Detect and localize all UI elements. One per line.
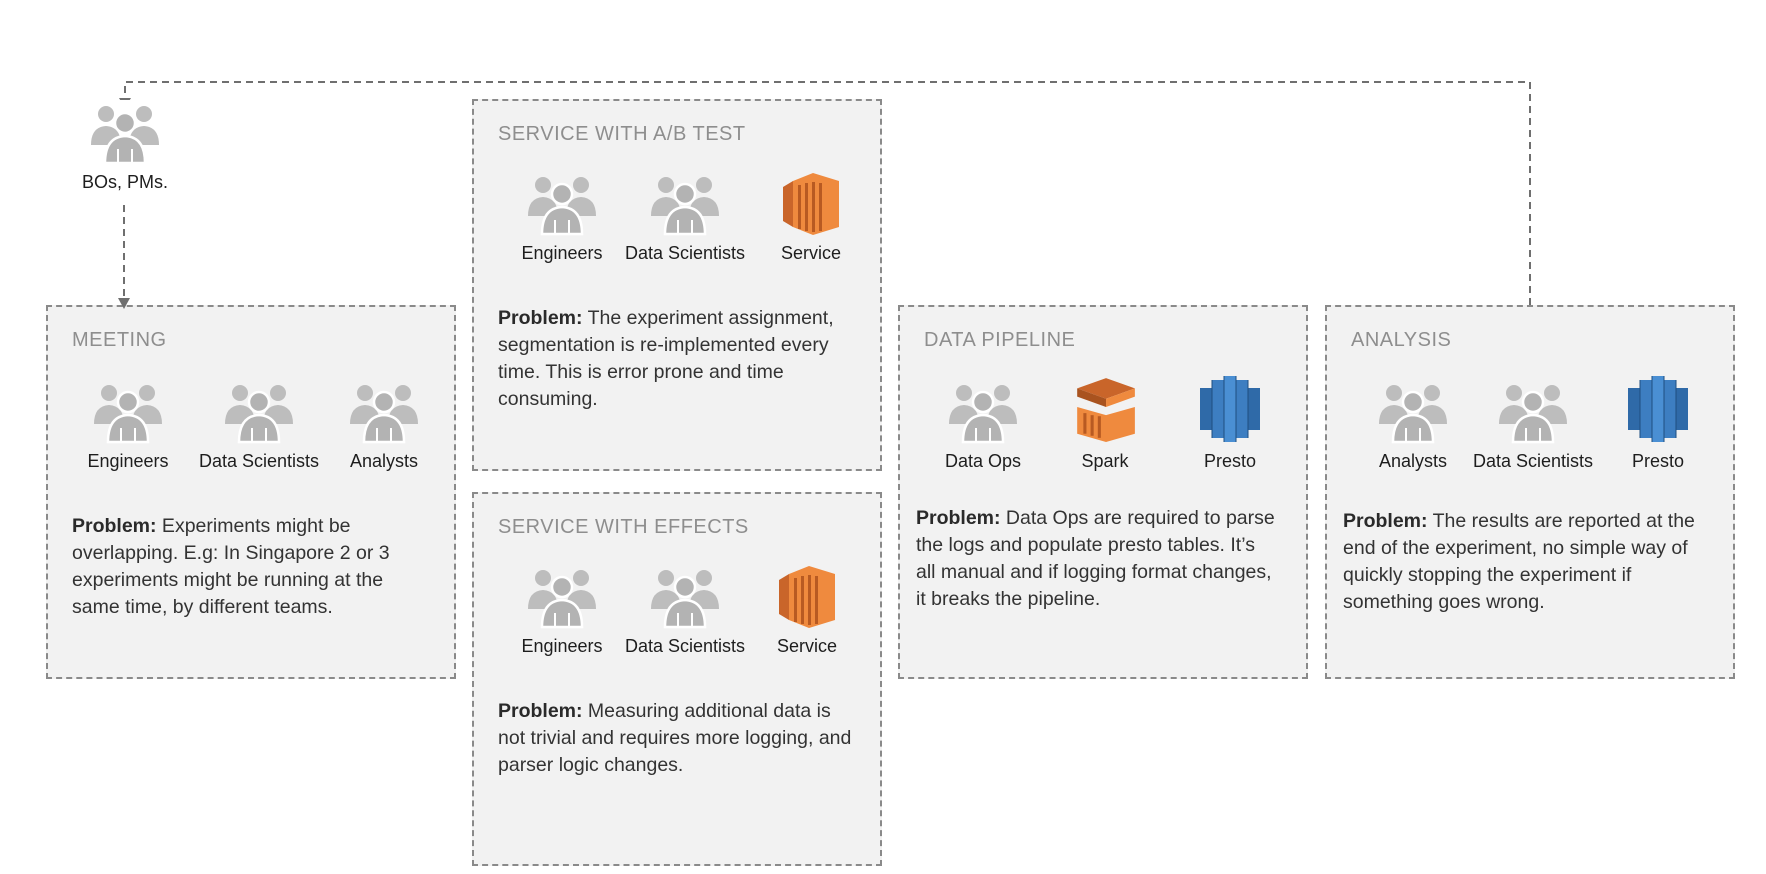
problem-text: The results are reported at the end of t… xyxy=(1343,510,1695,613)
people-group-icon xyxy=(89,104,161,165)
problem-label: Problem: xyxy=(916,507,1001,529)
node-label: Data Ops xyxy=(944,451,1022,471)
people-group-icon xyxy=(649,175,721,236)
problem-label: Problem: xyxy=(1343,510,1428,532)
problem-text: The experiment assignment, segmentation … xyxy=(498,307,834,410)
node-label: Analysts xyxy=(349,451,419,471)
problem-text: Measuring additional data is not trivial… xyxy=(498,700,852,776)
people-group-icon xyxy=(1497,383,1569,444)
ab-test-panel: SERVICE WITH A/B TEST Engineers Data Sci… xyxy=(472,99,882,471)
ab-test-problem: Problem: The experiment assignment, segm… xyxy=(498,305,858,413)
service-icon xyxy=(783,173,839,235)
effects-node-service: Service xyxy=(732,564,882,657)
pipeline-node-spark: Spark xyxy=(1030,373,1180,472)
problem-text: Experiments might be overlapping. E.g: I… xyxy=(72,515,390,618)
meeting-node-analysts: Analysts xyxy=(309,379,459,472)
pipeline-problem: Problem: Data Ops are required to parse … xyxy=(916,505,1276,613)
effects-node-data-scientists: Data Scientists xyxy=(610,564,760,657)
node-label: Spark xyxy=(1081,451,1129,471)
data-pipeline-panel: DATA PIPELINE Data Ops Spark Presto Prob… xyxy=(898,305,1308,679)
data-pipeline-title: DATA PIPELINE xyxy=(924,329,1076,351)
node-label: Data Scientists xyxy=(624,243,746,263)
node-label: Data Scientists xyxy=(1472,451,1594,471)
analysis-node-presto: Presto xyxy=(1583,373,1733,472)
analysis-problem: Problem: The results are reported at the… xyxy=(1343,508,1703,616)
meeting-panel: MEETING Engineers Data Scientists Analys… xyxy=(46,305,456,679)
meeting-problem: Problem: Experiments might be overlappin… xyxy=(72,513,432,621)
presto-icon xyxy=(1199,375,1261,443)
analysis-node-data-scientists: Data Scientists xyxy=(1458,379,1608,472)
people-group-icon xyxy=(1377,383,1449,444)
pipeline-node-presto: Presto xyxy=(1155,373,1305,472)
problem-text: Data Ops are required to parse the logs … xyxy=(916,507,1275,610)
problem-label: Problem: xyxy=(72,515,157,537)
analysis-node-analysts: Analysts xyxy=(1338,379,1488,472)
effects-problem: Problem: Measuring additional data is no… xyxy=(498,698,858,779)
effects-title: SERVICE WITH EFFECTS xyxy=(498,516,749,538)
service-icon xyxy=(779,566,835,628)
effects-node-engineers: Engineers xyxy=(487,564,637,657)
meeting-node-engineers: Engineers xyxy=(53,379,203,472)
problem-label: Problem: xyxy=(498,700,583,722)
presto-icon xyxy=(1627,375,1689,443)
problem-label: Problem: xyxy=(498,307,583,329)
node-label: Service xyxy=(780,243,842,263)
meeting-title: MEETING xyxy=(72,329,167,351)
ab-test-title: SERVICE WITH A/B TEST xyxy=(498,123,746,145)
people-group-icon xyxy=(348,383,420,444)
bos-pms-label: BOs, PMs. xyxy=(81,172,168,192)
analysis-title: ANALYSIS xyxy=(1351,329,1452,351)
node-label: Data Scientists xyxy=(198,451,320,471)
analysis-panel: ANALYSIS Analysts Data Scientists Presto… xyxy=(1325,305,1735,679)
spark-icon xyxy=(1077,378,1135,442)
node-label: Engineers xyxy=(87,451,169,471)
node-label: Data Scientists xyxy=(624,636,746,656)
node-label: Engineers xyxy=(521,243,603,263)
people-group-icon xyxy=(947,383,1019,444)
bos-pms-actor: BOs, PMs. xyxy=(60,100,190,193)
node-label: Analysts xyxy=(1378,451,1448,471)
node-label: Presto xyxy=(1631,451,1685,471)
effects-panel: SERVICE WITH EFFECTS Engineers Data Scie… xyxy=(472,492,882,866)
people-group-icon xyxy=(223,383,295,444)
node-label: Engineers xyxy=(521,636,603,656)
people-group-icon xyxy=(526,568,598,629)
people-group-icon xyxy=(649,568,721,629)
pipeline-node-data-ops: Data Ops xyxy=(908,379,1058,472)
node-label: Service xyxy=(776,636,838,656)
people-group-icon xyxy=(526,175,598,236)
ab-test-node-service: Service xyxy=(736,171,886,264)
meeting-node-data-scientists: Data Scientists xyxy=(184,379,334,472)
people-group-icon xyxy=(92,383,164,444)
node-label: Presto xyxy=(1203,451,1257,471)
